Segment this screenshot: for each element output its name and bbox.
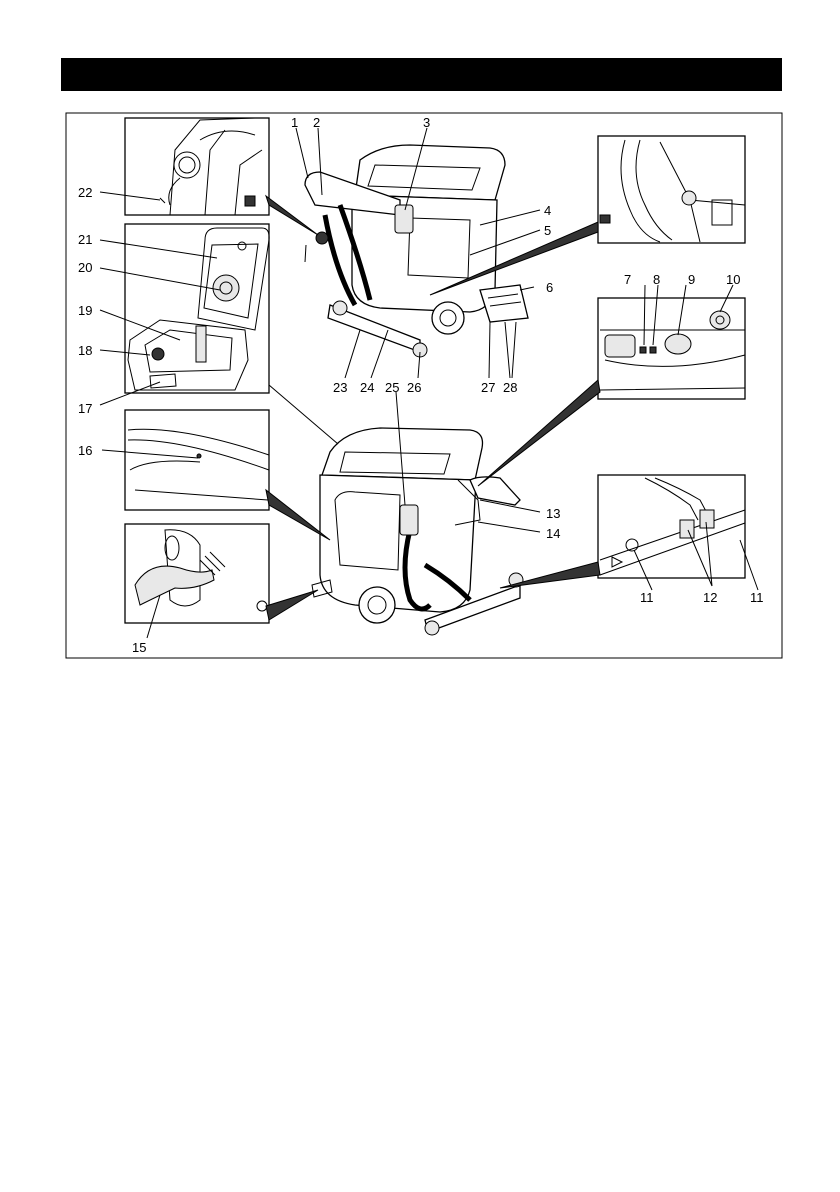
callout-19: 19 xyxy=(78,303,92,318)
callout-3: 3 xyxy=(423,115,430,130)
callout-21: 21 xyxy=(78,232,92,247)
callout-5: 5 xyxy=(544,223,551,238)
callout-2: 2 xyxy=(313,115,320,130)
callout-13: 13 xyxy=(546,506,560,521)
machine-upper-view xyxy=(305,145,528,357)
inset-pedal xyxy=(125,524,269,623)
machine-lower-view xyxy=(312,428,523,635)
callout-10: 10 xyxy=(726,272,740,287)
callout-14: 14 xyxy=(546,526,560,541)
callout-25: 25 xyxy=(385,380,399,395)
callout-1: 1 xyxy=(291,115,298,130)
inset-hose-top xyxy=(598,136,745,243)
callout-18: 18 xyxy=(78,343,92,358)
inset-squeegee-mount xyxy=(598,475,745,578)
inset-cable-hook xyxy=(125,118,269,215)
callout-22: 22 xyxy=(78,185,92,200)
callout-15: 15 xyxy=(132,640,146,655)
callout-16: 16 xyxy=(78,443,92,458)
callout-24: 24 xyxy=(360,380,374,395)
callout-4: 4 xyxy=(544,203,551,218)
callout-11-right: 11 xyxy=(750,590,764,605)
callout-26: 26 xyxy=(407,380,421,395)
callout-28: 28 xyxy=(503,380,517,395)
inset-seal xyxy=(125,410,269,510)
callout-20: 20 xyxy=(78,260,92,275)
callout-8: 8 xyxy=(653,272,660,287)
callout-7: 7 xyxy=(624,272,631,287)
callout-17: 17 xyxy=(78,401,92,416)
callout-9: 9 xyxy=(688,272,695,287)
inset-control-panel xyxy=(598,298,745,399)
callout-12: 12 xyxy=(703,590,717,605)
callout-23: 23 xyxy=(333,380,347,395)
inset-lid-open xyxy=(125,224,269,393)
callout-6: 6 xyxy=(546,280,553,295)
callout-27: 27 xyxy=(481,380,495,395)
callout-11-left: 11 xyxy=(640,590,654,605)
